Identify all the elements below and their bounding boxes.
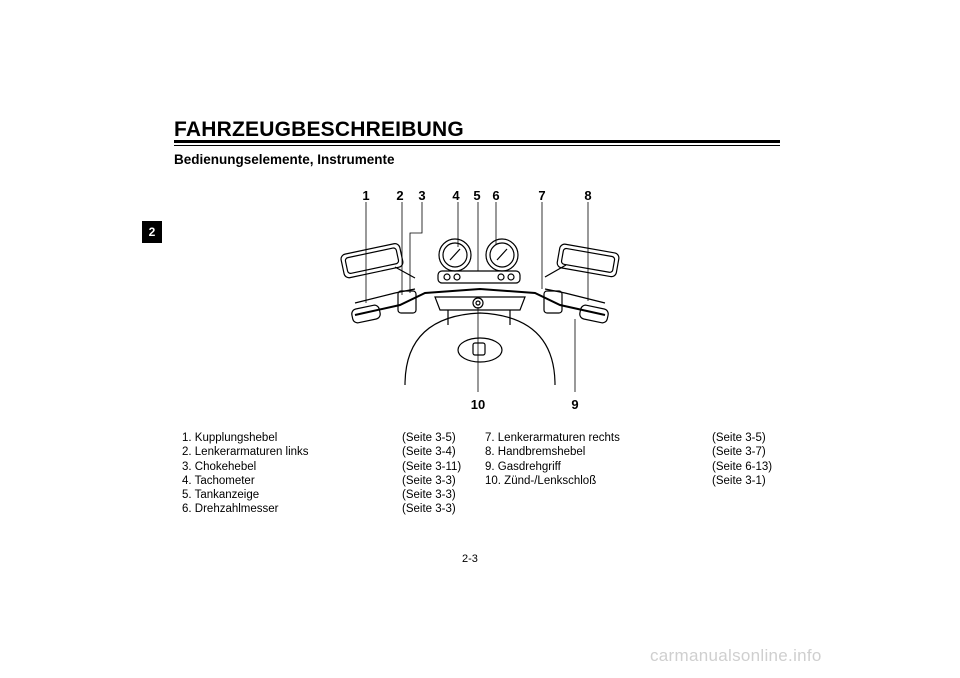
legend-page-ref: (Seite 3-3) [402, 474, 456, 487]
fuel-cap-icon [472, 342, 486, 356]
legend-label: 7. Lenkerarmaturen rechts [485, 432, 620, 444]
watermark: carmanualsonline.info [650, 646, 822, 665]
legend-label: 2. Lenkerarmaturen links [182, 446, 309, 459]
indicator-panel [437, 270, 521, 284]
legend-page-ref: (Seite 3-5) [712, 432, 766, 444]
right-switch-housing [543, 290, 563, 314]
callout-6: 6 [492, 188, 499, 203]
legend-page-ref: (Seite 3-3) [402, 503, 456, 516]
legend-page-ref: (Seite 3-7) [712, 446, 766, 459]
clutch-lever [354, 288, 416, 304]
legend-page-ref: (Seite 3-11) [402, 460, 462, 473]
left-mirror [340, 243, 404, 279]
title-rule-thin [174, 145, 780, 146]
ignition-switch [472, 297, 484, 309]
legend-page-ref: (Seite 3-3) [402, 489, 456, 502]
callout-10: 10 [471, 397, 485, 412]
chapter-tab: 2 [142, 221, 162, 243]
legend-item: 4. Tachometer (Seite 3-3) [182, 474, 472, 488]
handlebar-illustration: 1 2 3 4 5 6 7 8 9 10 [340, 188, 620, 412]
legend-item: 6. Drehzahlmesser (Seite 3-3) [182, 502, 472, 516]
handlebar [354, 287, 606, 316]
callout-3: 3 [418, 188, 425, 203]
page-number: 2-3 [462, 553, 478, 565]
legend-right: 7. Lenkerarmaturen rechts (Seite 3-5) 8. … [485, 431, 785, 488]
legend-label: 6. Drehzahlmesser [182, 503, 279, 516]
legend-item: 9. Gasdrehgriff (Seite 6-13) [485, 460, 785, 474]
legend-page-ref: (Seite 3-5) [402, 432, 456, 444]
triple-clamp [434, 296, 526, 311]
left-switch-housing [397, 290, 417, 314]
callout-9: 9 [571, 397, 578, 412]
legend-item: 3. Chokehebel (Seite 3-11) [182, 460, 472, 474]
legend-label: 10. Zünd-/Lenkschloß [485, 474, 597, 487]
page-title: FAHRZEUGBESCHREIBUNG [174, 118, 464, 141]
legend-page-ref: (Seite 3-1) [712, 474, 766, 487]
section-subtitle: Bedienungselemente, Instrumente [174, 152, 395, 167]
callout-4: 4 [452, 188, 460, 203]
left-grip [351, 304, 381, 324]
legend-item: 5. Tankanzeige (Seite 3-3) [182, 488, 472, 502]
legend-item: 2. Lenkerarmaturen links (Seite 3-4) [182, 445, 472, 459]
tank-emblem [457, 337, 503, 363]
legend-page-ref: (Seite 6-13) [712, 460, 773, 473]
legend-item: 8. Handbremshebel (Seite 3-7) [485, 445, 785, 459]
legend-left: 1. Kupplungshebel (Seite 3-5) 2. Lenkerar… [182, 431, 472, 517]
callout-1: 1 [362, 188, 369, 203]
legend-label: 9. Gasdrehgriff [485, 460, 561, 473]
legend-label: 3. Chokehebel [182, 460, 257, 473]
legend-item: 7. Lenkerarmaturen rechts (Seite 3-5) [485, 431, 785, 445]
callout-8: 8 [584, 188, 591, 203]
brake-lever [544, 288, 606, 304]
legend-page-ref: (Seite 3-4) [402, 446, 456, 459]
right-grip [579, 304, 609, 324]
title-rule-thick [174, 140, 780, 143]
legend-label: 1. Kupplungshebel [182, 432, 278, 444]
legend-label: 8. Handbremshebel [485, 446, 586, 459]
callout-5: 5 [473, 188, 480, 203]
callout-2: 2 [396, 188, 403, 203]
legend-label: 5. Tankanzeige [182, 489, 260, 502]
callout-7: 7 [538, 188, 545, 203]
right-mirror [556, 243, 620, 278]
legend-item: 1. Kupplungshebel (Seite 3-5) [182, 431, 472, 445]
legend-label: 4. Tachometer [182, 474, 255, 487]
fuel-tank-outline [404, 312, 556, 386]
legend-item: 10. Zünd-/Lenkschloß (Seite 3-1) [485, 474, 785, 488]
